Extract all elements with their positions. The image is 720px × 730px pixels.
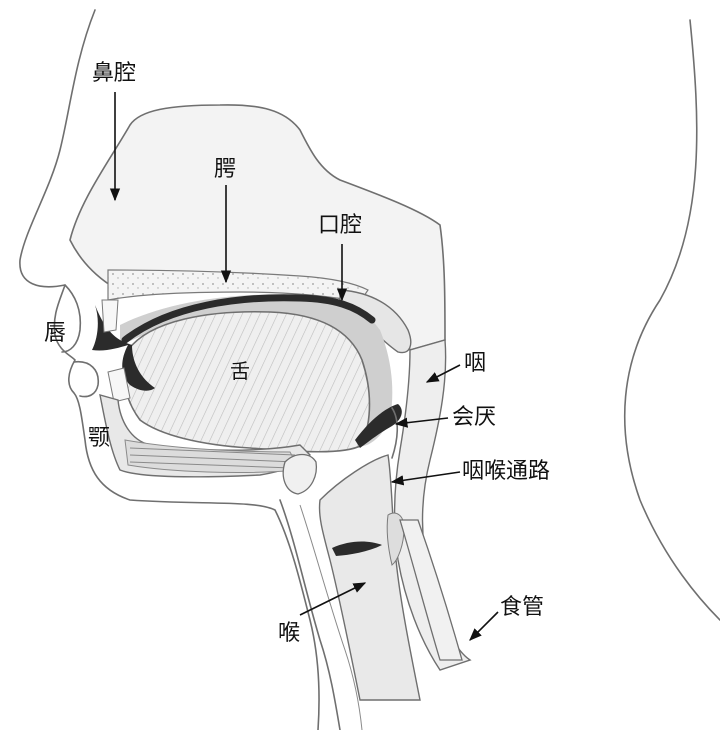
lower-teeth bbox=[107, 367, 131, 403]
label-nasal-cavity: 鼻腔 bbox=[92, 61, 136, 86]
label-pharyngeal-passage: 咽喉通路 bbox=[462, 459, 550, 484]
arytenoid bbox=[386, 512, 405, 566]
label-jaw: 颚 bbox=[88, 426, 110, 451]
larynx-trachea bbox=[318, 454, 421, 701]
label-palate: 腭 bbox=[214, 157, 236, 182]
epiglottis-outline bbox=[391, 407, 399, 459]
epiglottis-shape bbox=[355, 404, 402, 448]
arrow-esophagus bbox=[469, 611, 499, 641]
trachea-line bbox=[299, 504, 363, 730]
arrow-pharynx bbox=[425, 364, 461, 383]
upper-teeth bbox=[101, 299, 119, 333]
muscle-lines bbox=[129, 447, 296, 469]
upper-lip bbox=[61, 284, 82, 353]
oral-cavity-dark-line bbox=[121, 294, 376, 344]
label-esophagus: 食管 bbox=[500, 595, 544, 620]
label-pharynx: 咽 bbox=[464, 351, 486, 376]
neck-back-outline bbox=[623, 19, 720, 621]
vocal-fold bbox=[332, 541, 382, 556]
label-lip: 唇 bbox=[44, 321, 66, 346]
label-oral-cavity: 口腔 bbox=[318, 213, 362, 238]
arrow-larynx bbox=[299, 582, 367, 616]
label-epiglottis: 会厌 bbox=[452, 405, 496, 430]
arrow-pharyngeal-passage bbox=[390, 471, 461, 486]
arrow-epiglottis bbox=[394, 417, 449, 428]
face-profile-outline bbox=[19, 9, 320, 730]
esophagus-tube bbox=[399, 519, 463, 661]
label-larynx: 喉 bbox=[278, 621, 300, 646]
pointer-arrows bbox=[109, 92, 499, 641]
lower-lip bbox=[73, 360, 99, 398]
throat-front bbox=[279, 499, 341, 730]
hyoid-bone bbox=[282, 453, 318, 495]
label-tongue: 舌 bbox=[230, 359, 250, 383]
